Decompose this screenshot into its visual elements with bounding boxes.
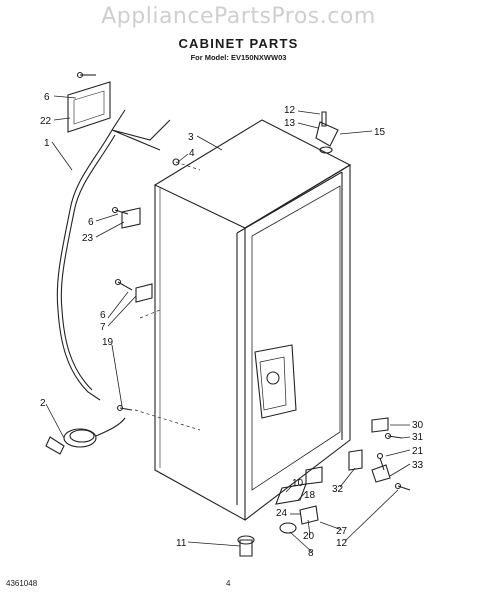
callout-label: 27 [336,526,348,537]
model-number: EV150NXWW03 [230,53,287,62]
part-number: 4361048 [6,579,38,588]
rollers-and-brackets [237,417,391,557]
power-cord [45,417,126,455]
cabinet-shell [153,119,352,521]
callout-label: 32 [332,484,344,495]
callout-label: 11 [176,538,187,549]
callout-label: 4 [189,148,195,159]
callout-label: 21 [412,446,424,457]
callout-label: 7 [100,322,106,333]
mount-brackets [121,207,153,303]
callout-label: 30 [412,420,424,431]
callout-labels: 6 22 1 3 4 6 23 6 7 19 2 12 13 15 30 31 … [40,92,424,559]
callout-label: 22 [40,116,52,127]
model-line: For Model: EV150NXWW03 [0,53,477,62]
model-prefix: For Model: [190,53,229,62]
callout-label: 6 [44,92,50,103]
callout-label: 20 [303,531,315,542]
callout-label: 18 [304,490,316,501]
watermark: AppliancePartsPros.com [101,4,376,29]
callout-label: 13 [284,118,296,129]
callout-label: 10 [292,478,304,489]
callout-label: 23 [82,233,94,244]
callout-label: 1 [44,138,50,149]
callout-label: 19 [102,337,114,348]
guide-lines [134,161,201,431]
callout-label: 2 [40,398,46,409]
callout-label: 8 [308,548,314,559]
callout-label: 33 [412,460,424,471]
callout-label: 3 [188,132,194,143]
bracket-22 [67,81,111,133]
diagram-title: CABINET PARTS [178,36,299,51]
callout-label: 15 [374,127,386,138]
wire-harness [56,109,171,401]
callout-label: 12 [284,105,296,116]
leader-lines [45,95,411,553]
callout-label: 12 [336,538,348,549]
callout-label: 24 [276,508,288,519]
dispenser-cavity [254,344,297,419]
screws [76,71,411,491]
page-number: 4 [226,579,231,588]
callout-label: 6 [100,310,106,321]
callout-label: 6 [88,217,94,228]
top-hinge [315,111,339,154]
callout-label: 31 [412,432,424,443]
